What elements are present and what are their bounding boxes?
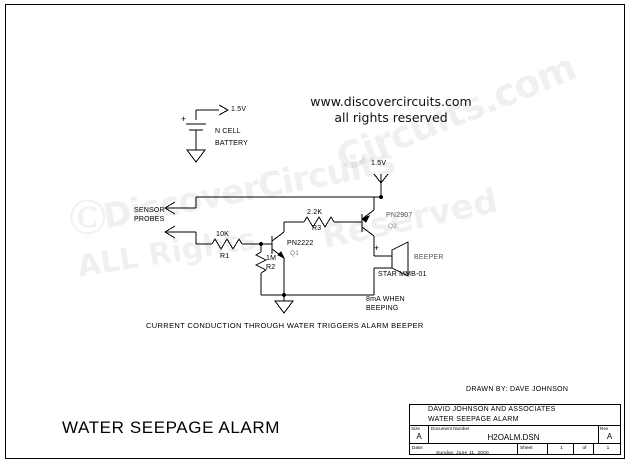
sheet-label: Sheet [518, 443, 548, 454]
label-r2-value: 1M [266, 255, 277, 262]
node-dot-q2-supply [379, 195, 383, 199]
label-beeper-note-line1: 8mA WHEN [366, 296, 405, 303]
sheet-total: 1 [606, 446, 610, 452]
q2-collector-lead [361, 226, 375, 237]
label-beeper-name: BEEPER [414, 254, 444, 261]
title-block-company-row: DAVID JOHNSON AND ASSOCIATES WATER SEEPA… [410, 405, 620, 426]
label-q2-ref: Q2 [388, 223, 398, 230]
supply-arrow-q2 [373, 173, 389, 184]
label-supply-rail: 1.5V [371, 160, 387, 167]
label-battery-voltage: 1.5V [231, 106, 247, 113]
title-block: DAVID JOHNSON AND ASSOCIATES WATER SEEPA… [409, 404, 621, 455]
size-value: A [416, 431, 422, 441]
sheet-number: 1 [548, 443, 574, 454]
site-banner: www.discovercircuits.com all rights rese… [276, 94, 506, 126]
size-label: Size [411, 425, 420, 431]
rev-label: Rev [600, 425, 609, 431]
title-block-docnum-cell: Document Number H2OALM.DSN [429, 425, 599, 443]
title-block-date-row: Date: Sheet 1 of 1 [410, 443, 620, 454]
label-battery-polarity: + [181, 114, 187, 124]
label-r1-ref: R1 [220, 253, 230, 260]
q1-collector-lead [271, 231, 285, 242]
q1-emitter-arrow [277, 251, 286, 260]
ground-symbol-battery [186, 149, 206, 163]
banner-url: www.discovercircuits.com [310, 94, 472, 109]
label-sensor-probes-line2: PROBES [134, 216, 165, 223]
label-battery-name-line1: N CELL [215, 128, 241, 135]
label-sensor-probes-line1: SENSOR [134, 207, 165, 214]
date-label: Date: [410, 443, 518, 454]
resistor-r1-body [211, 238, 243, 250]
sheet-of-label: of [574, 443, 594, 454]
drawn-by-text: DRAWN BY: DAVE JOHNSON [466, 386, 569, 393]
sensor-probe-arrow-upper [164, 201, 176, 215]
sensor-probe-arrow-lower [164, 225, 176, 239]
label-q1-part: PN2222 [287, 240, 314, 247]
label-beeper-part: STAR MMB-01 [378, 271, 427, 278]
title-block-size-cell: Size A [410, 425, 429, 443]
label-r2-ref: R2 [266, 264, 276, 271]
label-beeper-polarity: + [374, 243, 380, 253]
banner-rights: all rights reserved [334, 110, 448, 125]
label-r3-value: 2.2K [307, 209, 323, 216]
document-number-label: Document Number [431, 425, 470, 431]
title-block-document-row: Size A Document Number H2OALM.DSN Rev A [410, 425, 620, 444]
q2-emitter-arrow [361, 215, 371, 223]
date-value: Sunday, June 11, 2000 [436, 451, 489, 456]
title-block-project: WATER SEEPAGE ALARM [428, 415, 519, 423]
rev-value: A [606, 431, 613, 441]
document-number-value: H2OALM.DSN [487, 432, 540, 442]
schematic-caption: CURRENT CONDUCTION THROUGH WATER TRIGGER… [146, 321, 424, 330]
label-q2-part: PN2907 [386, 212, 413, 219]
ground-symbol-circuit [274, 300, 294, 314]
drawing-frame-border [5, 4, 625, 459]
supply-arrow-battery [218, 104, 230, 116]
title-block-company: DAVID JOHNSON AND ASSOCIATES [428, 406, 556, 414]
label-r3-ref: R3 [312, 225, 322, 232]
label-q1-ref: Q1 [290, 250, 300, 257]
label-r1-value: 10K [216, 231, 230, 238]
q2-emitter-lead [361, 209, 375, 220]
resistor-r2-body [254, 251, 268, 274]
page-title: WATER SEEPAGE ALARM [62, 418, 280, 437]
label-beeper-note-line2: BEEPING [366, 305, 399, 312]
title-block-rev-cell: Rev A [599, 426, 620, 443]
resistor-r3-body [303, 216, 335, 228]
beeper-cone-icon [391, 241, 409, 277]
label-battery-name-line2: BATTERY [215, 140, 249, 147]
